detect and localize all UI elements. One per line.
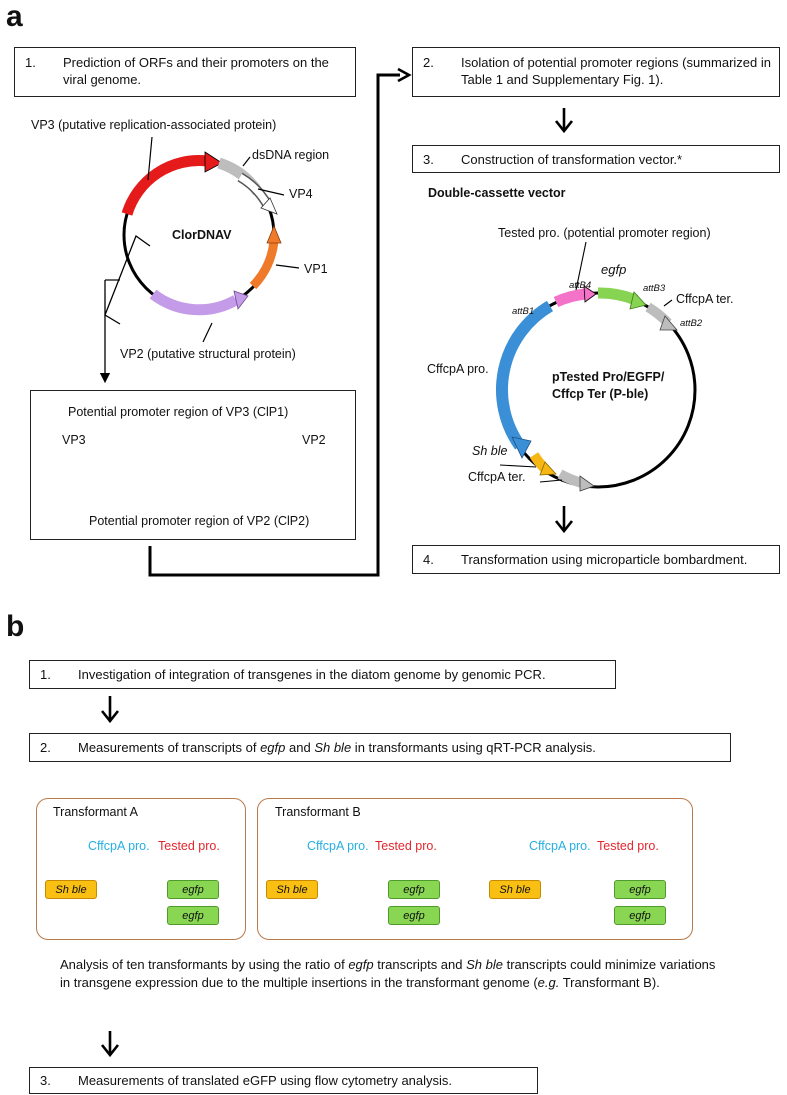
clp1-label: Potential promoter region of VP3 (ClP1) [68,405,289,419]
vp1-gene-arrow [249,240,279,290]
dsdna-label: dsDNA region [252,148,330,162]
step-b2-text: Measurements of transcripts of egfp and … [78,740,596,755]
tb-cffcpa-pro-label-2: CffcpA pro. [529,839,591,853]
vp1-label: VP1 [304,262,328,276]
attb2-label: attB2 [680,318,703,329]
tb-egfp-pill-4: egfp [614,906,666,925]
double-cassette-vector-map [496,241,697,492]
attb1-label: attB1 [512,306,535,317]
step-a1-text: Prediction of ORFs and their promoters o… [63,55,329,87]
egfp-label: egfp [601,262,627,277]
detail-vp2-label: VP2 [302,433,326,447]
cffcpa-pro-label: CffcpA pro. [427,362,489,376]
attb4-label: attB4 [569,280,592,291]
clordnav-genome-map [99,136,300,384]
analysis-paragraph: Analysis of ten transformants by using t… [60,957,716,990]
ter-top-label: CffcpA ter. [676,292,734,306]
tb-cffcpa-pro-label-1: CffcpA pro. [307,839,369,853]
vp4-label: VP4 [289,187,313,201]
step-b1-number: 1. [40,667,51,682]
step-a2-box: 2. Isolation of potential promoter regio… [412,47,780,97]
tb-tested-pro-label-1: Tested pro. [375,839,437,853]
vp2-gene-arrow [149,289,239,316]
tb-egfp-pill-3: egfp [614,880,666,899]
ta-cffcpa-pro-label: CffcpA pro. [88,839,150,853]
step-a3-text: Construction of transformation vector.* [461,152,683,167]
ta-tested-pro-label: Tested pro. [158,839,220,853]
vector-title: Double-cassette vector [428,186,566,200]
ter-bottom-label: CffcpA ter. [468,470,526,484]
step-a4-box: 4. Transformation using microparticle bo… [412,545,780,574]
ta-egfp-pill-2: egfp [167,906,219,925]
step-a2-number: 2. [423,55,434,70]
panel-b-letter: b [6,610,25,643]
down-arrow-b-2-3 [100,1031,120,1058]
genome-name-label: ClorDNAV [172,228,232,242]
detail-vp3-label: VP3 [62,433,86,447]
transformant-a-title: Transformant A [53,805,138,819]
clp2-label: Potential promoter region of VP2 (ClP2) [89,514,310,528]
step-a1-box: 1. Prediction of ORFs and their promoter… [14,47,356,97]
tb-sh-ble-pill-1: Sh ble [266,880,318,899]
step-b3-box: 3. Measurements of translated eGFP using… [29,1067,538,1094]
tb-sh-ble-pill-2: Sh ble [489,880,541,899]
step-a2-text: Isolation of potential promoter regions … [461,55,771,87]
step-b2-number: 2. [40,740,51,755]
vp3-label: VP3 (putative replication-associated pro… [31,118,277,132]
step-a3-number: 3. [423,152,434,167]
sh-ble-label: Sh ble [472,444,508,458]
down-arrow-b-1-2 [100,696,120,724]
vector-name-line1: pTested Pro/EGFP/ [552,370,665,384]
step-a1-number: 1. [25,55,36,70]
promoter-detail-box [30,390,356,540]
step-b1-box: 1. Investigation of integration of trans… [29,660,616,689]
vp2-label: VP2 (putative structural protein) [120,347,296,361]
down-arrow-2-3 [554,108,574,134]
flow-connector-1-to-2 [148,73,400,577]
step-b3-text: Measurements of translated eGFP using fl… [78,1073,453,1088]
tested-pro-label: Tested pro. (potential promoter region) [498,226,711,240]
panel-a-letter: a [6,0,23,33]
down-arrow-3-4 [554,506,574,534]
tb-tested-pro-label-2: Tested pro. [597,839,659,853]
transformant-b-title: Transformant B [275,805,361,819]
step-a3-box: 3. Construction of transformation vector… [412,145,780,173]
ta-sh-ble-pill: Sh ble [45,880,97,899]
step-b2-box: 2. Measurements of transcripts of egfp a… [29,733,731,762]
vp3-gene-arrow [121,155,208,216]
tb-egfp-pill-2: egfp [388,906,440,925]
step-a4-number: 4. [423,552,434,567]
step-b3-number: 3. [40,1073,51,1088]
ta-egfp-pill-1: egfp [167,880,219,899]
step-b1-text: Investigation of integration of transgen… [78,667,546,682]
tb-egfp-pill-1: egfp [388,880,440,899]
attb3-label: attB3 [643,283,666,294]
step-a4-text: Transformation using microparticle bomba… [461,552,748,567]
vector-name-line2: Cffcp Ter (P-ble) [552,387,649,401]
